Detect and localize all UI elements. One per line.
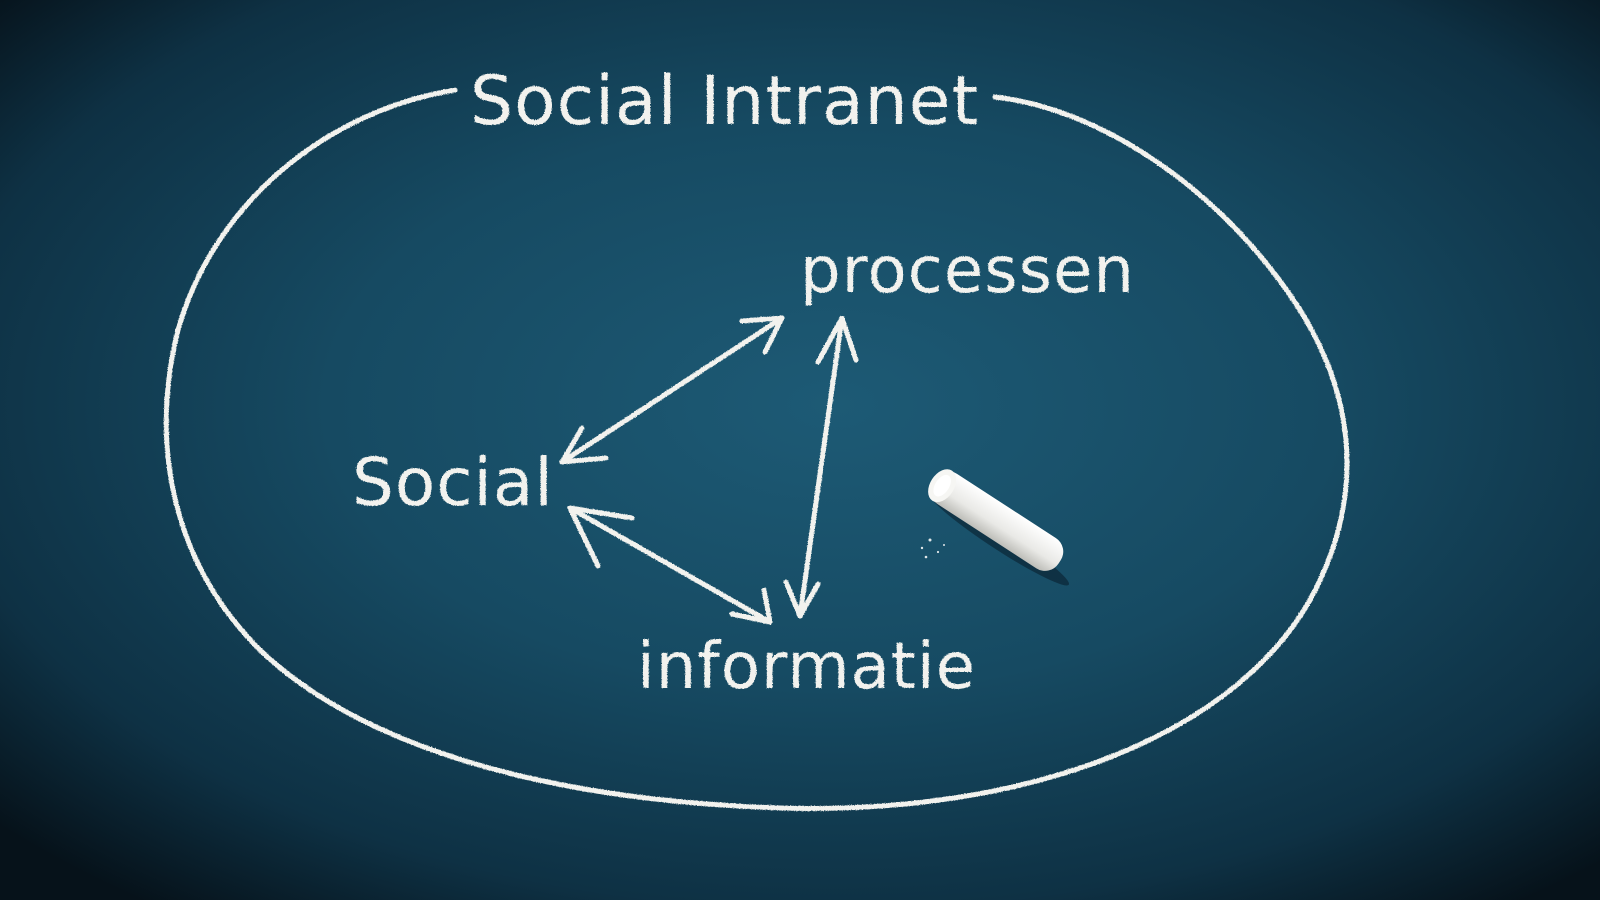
arrow-social-processen: [559, 315, 785, 465]
node-processen: processen: [800, 234, 1135, 308]
node-social: Social: [352, 444, 554, 521]
arrow-processen-informatie: [783, 315, 859, 619]
diagram-title: Social Intranet: [470, 62, 979, 141]
node-informatie: informatie: [637, 630, 976, 704]
boundary-loop: [163, 87, 1350, 811]
chalk-stick-icon: [920, 469, 1069, 586]
arrow-social-informatie: [567, 505, 773, 625]
